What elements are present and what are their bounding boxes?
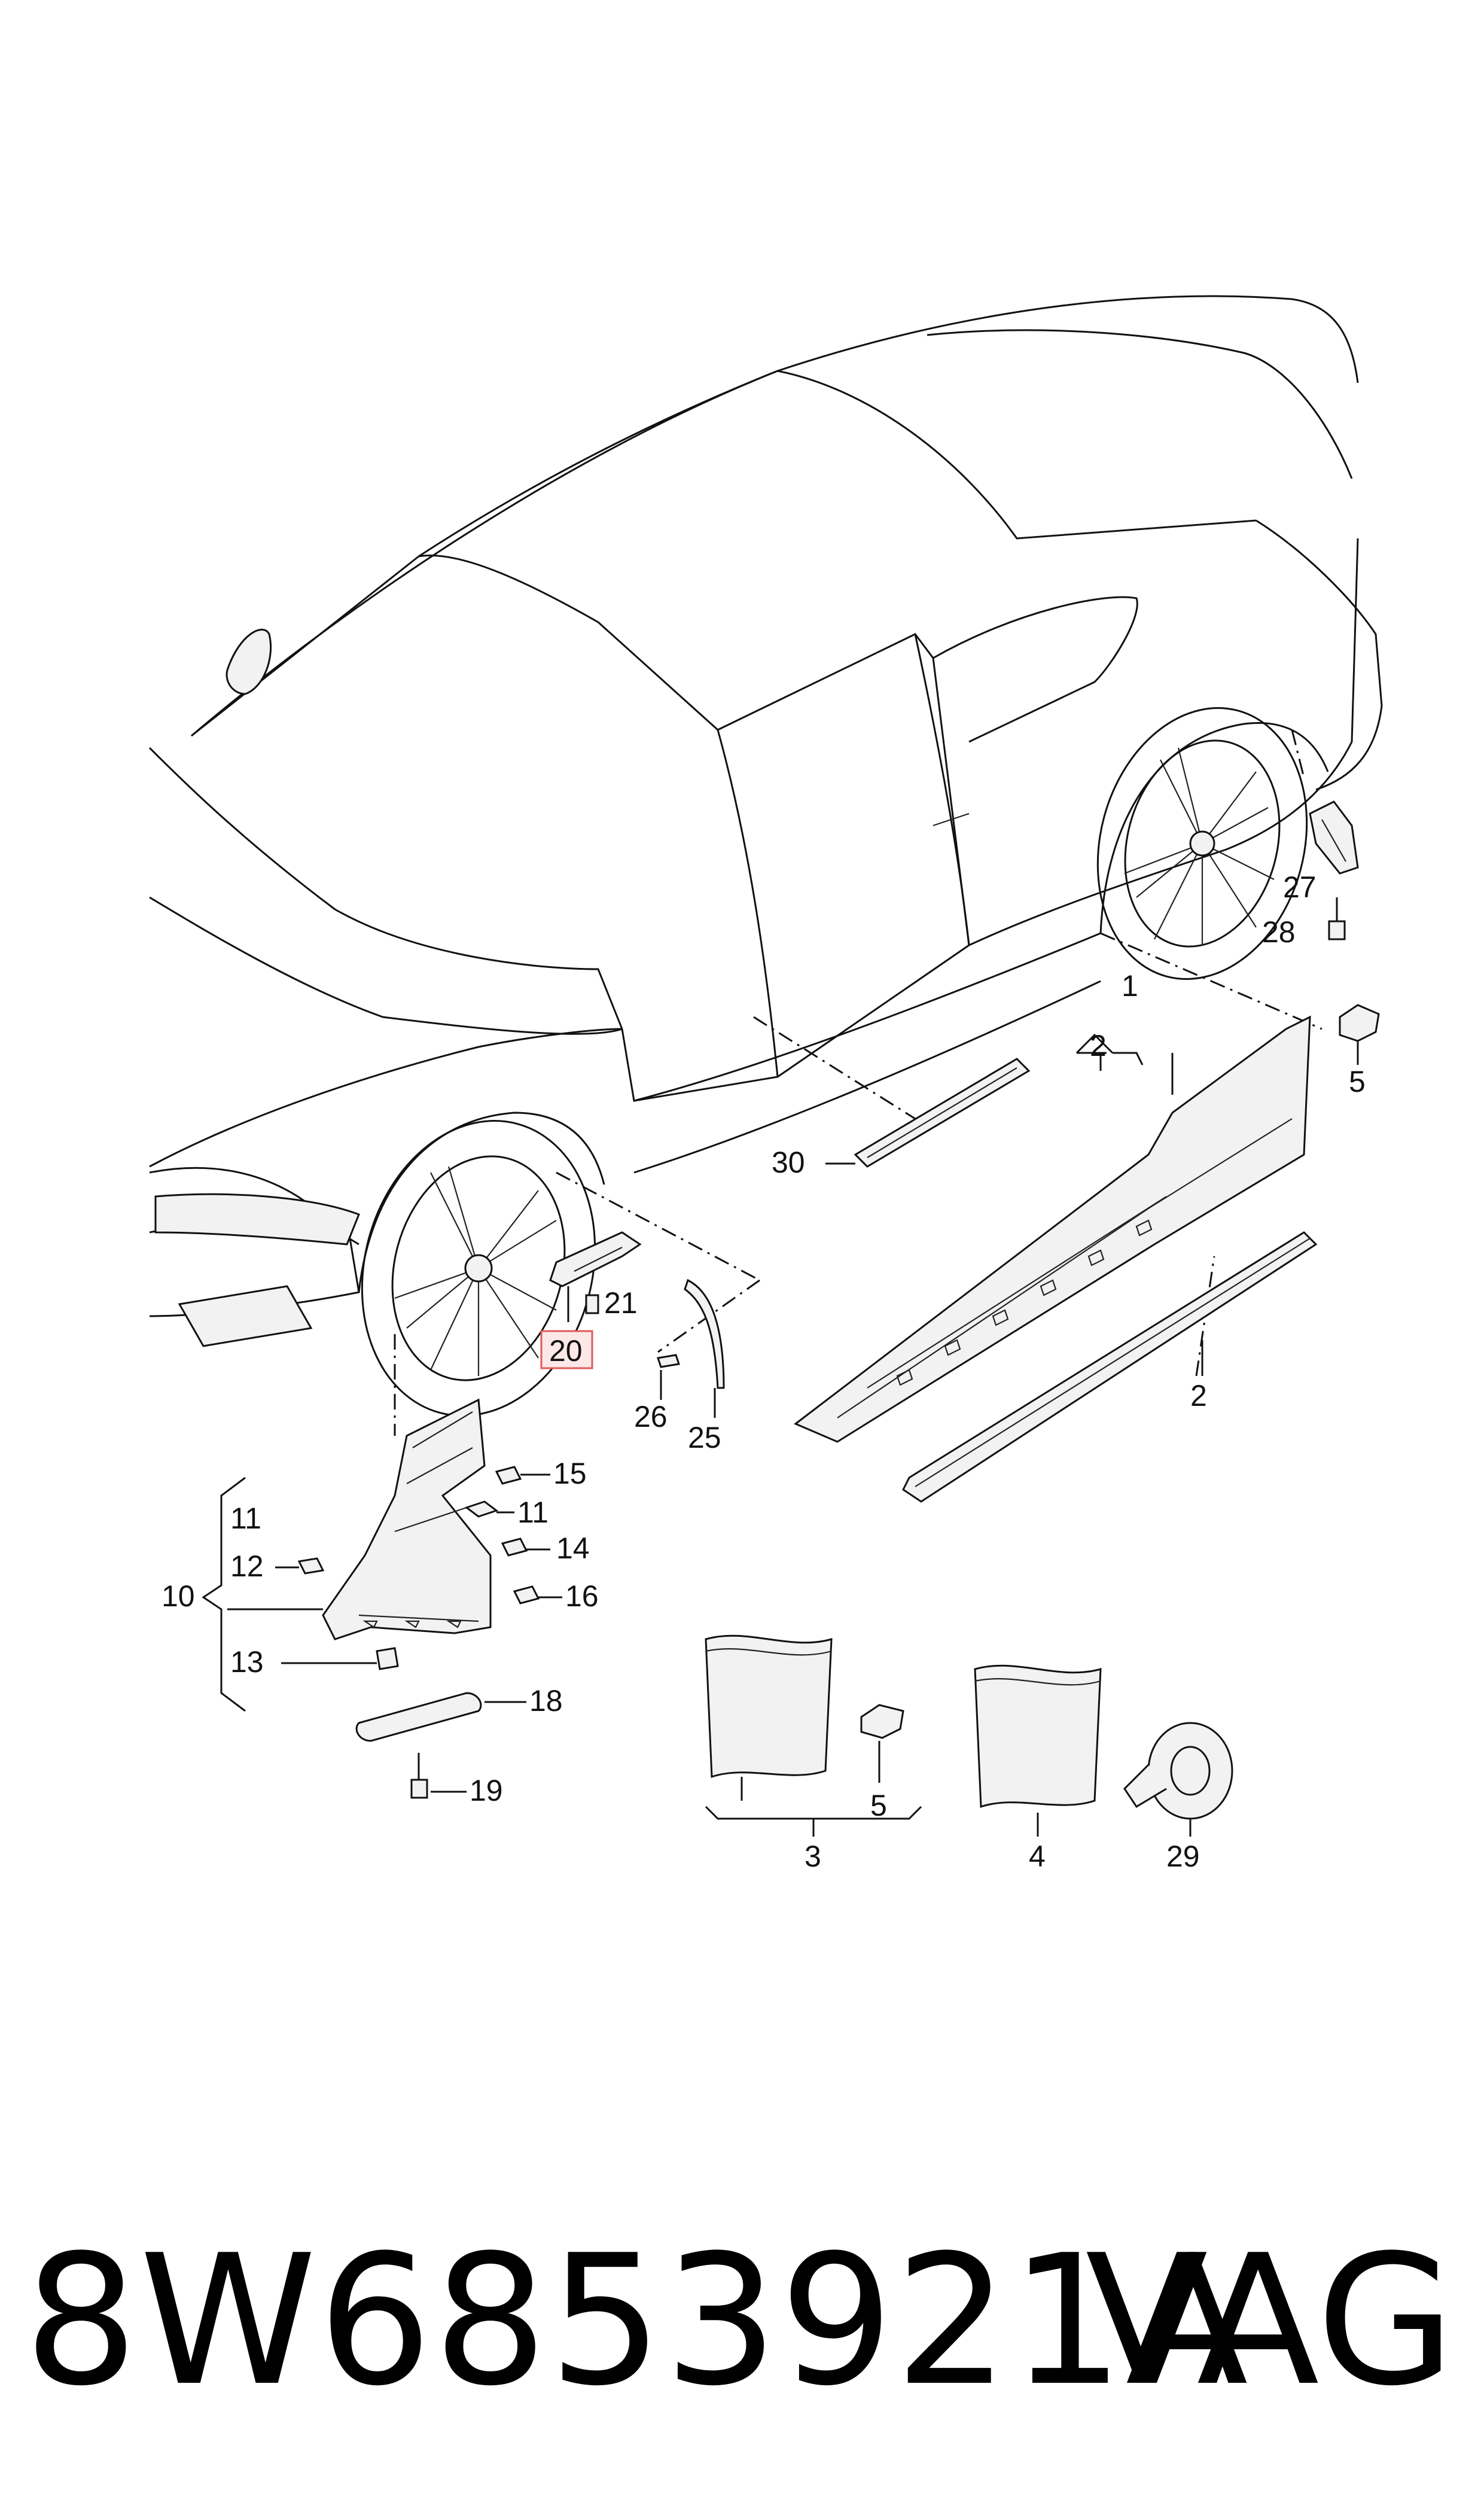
callout-21: 21 (604, 1286, 638, 1320)
part-27-bracket (1309, 800, 1359, 875)
callout-15: 15 (553, 1457, 587, 1490)
callout-30: 30 (772, 1146, 805, 1179)
callout-5-bag: 5 (870, 1789, 887, 1822)
part-10-wheel-arch-liner (322, 1398, 492, 1640)
callout-29: 29 (1166, 1840, 1200, 1873)
part-4-bag (974, 1664, 1102, 1837)
callout-2-upper: 2 (1090, 1029, 1107, 1062)
callout-bracket-10 (202, 1476, 323, 1712)
callout-14: 14 (556, 1531, 590, 1565)
callout-4: 4 (1029, 1840, 1046, 1873)
part-5-clip-top (1339, 1004, 1380, 1065)
part-30-sill-trim (825, 1058, 1031, 1168)
part-19-screw (410, 1753, 467, 1799)
part-21-screw (585, 1294, 599, 1314)
part-28-screw (1328, 897, 1346, 940)
part-14-clip (501, 1537, 550, 1557)
callout-28: 28 (1262, 915, 1296, 949)
brand-label: VAG (1085, 2216, 1455, 2425)
callout-20: 20 (549, 1334, 583, 1368)
callout-16: 16 (565, 1579, 599, 1613)
part-12-clip (275, 1557, 325, 1575)
callout-3: 3 (805, 1840, 821, 1873)
callout-2-lower: 2 (1190, 1379, 1207, 1412)
part-26-clip (657, 1354, 680, 1400)
callout-25: 25 (688, 1421, 721, 1454)
part-5-clip-bag (860, 1704, 904, 1783)
car-body-outline (148, 295, 1383, 1417)
part-16-screw (513, 1585, 562, 1604)
part-2-lower-strip (902, 1231, 1318, 1503)
callout-labels: 1 2 2 3 4 5 5 10 11 11 12 13 14 15 16 18… (161, 870, 1366, 1873)
part-29-tape (1123, 1722, 1233, 1837)
callout-10: 10 (161, 1579, 195, 1613)
callout-20-highlight (540, 1330, 593, 1369)
callout-12: 12 (230, 1549, 264, 1583)
part-18-bracket (355, 1692, 526, 1742)
callout-26: 26 (634, 1400, 668, 1433)
callout-1: 1 (1122, 969, 1138, 1003)
callout-11-left: 11 (230, 1502, 261, 1535)
callout-5-top: 5 (1349, 1065, 1366, 1098)
callout-11-right: 11 (517, 1496, 548, 1529)
callout-18: 18 (529, 1684, 563, 1718)
part-25-strip (684, 1278, 725, 1418)
part-13-clip (281, 1647, 399, 1670)
part-15-screw (495, 1466, 550, 1485)
callout-13: 13 (230, 1645, 264, 1679)
part-20-bracket (549, 1231, 642, 1322)
part-11-clip (464, 1500, 514, 1518)
part-1-side-sill (794, 1015, 1311, 1443)
parts-diagram: 1 2 2 3 4 5 5 10 11 11 12 13 14 15 16 18… (148, 295, 1383, 1873)
part-number: 8W6853921A (24, 2216, 1250, 2425)
callout-27: 27 (1283, 870, 1317, 904)
part-3-bag (705, 1634, 922, 1837)
callout-19: 19 (470, 1774, 503, 1807)
